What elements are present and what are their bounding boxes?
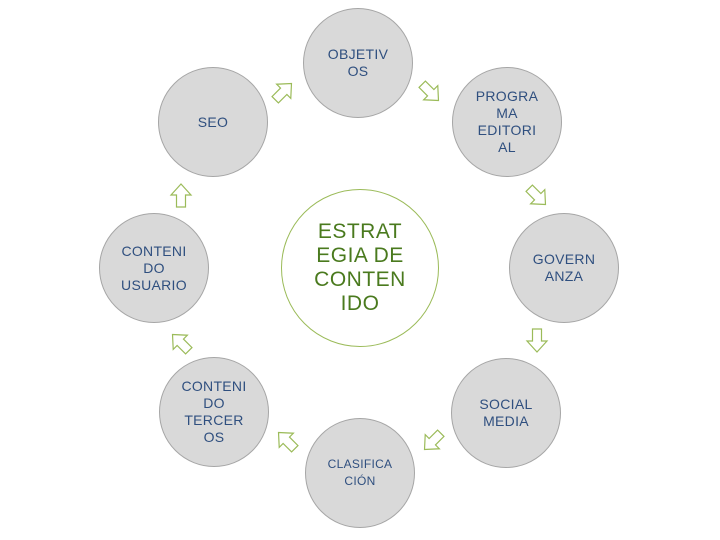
node-governanza-label: GOVERNANZA — [532, 251, 596, 284]
center-node: ESTRATEGIA DE CONTENIDO — [281, 189, 439, 347]
node-contenido-usuario: CONTENIDO USUARIO — [99, 213, 209, 323]
node-contenido-usuario-label: CONTENIDO USUARIO — [121, 242, 187, 293]
arrow-usuario-to-seo-icon — [169, 183, 193, 208]
arrow-seo-to-objetivos-icon — [271, 82, 293, 104]
arrow-clasificacion-to-terceros-icon — [277, 431, 299, 453]
node-social-media-label: SOCIAL MEDIA — [479, 396, 533, 429]
node-programa-editorial: PROGRAMA EDITORIAL — [452, 67, 562, 177]
center-node-label: ESTRATEGIA DE CONTENIDO — [314, 220, 406, 315]
arrow-objetivos-to-programa-icon — [418, 80, 440, 102]
arrow-governanza-to-social-icon — [525, 328, 549, 353]
node-objetivos-label: OBJETIVOS — [327, 46, 389, 79]
node-seo: SEO — [158, 67, 268, 177]
arrow-programa-to-governanza-icon — [525, 184, 547, 206]
node-social-media: SOCIAL MEDIA — [451, 358, 561, 468]
arrow-terceros-to-usuario-icon — [171, 333, 193, 355]
node-objetivos: OBJETIVOS — [303, 8, 413, 118]
node-clasificacion-label: CLASIFICACIÓN — [327, 457, 393, 488]
node-contenido-terceros: CONTENIDO TERCEROS — [159, 357, 269, 467]
arrow-social-to-clasificacion-icon — [423, 429, 445, 451]
node-programa-editorial-label: PROGRAMA EDITORIAL — [475, 88, 539, 155]
node-contenido-terceros-label: CONTENIDO TERCEROS — [181, 378, 247, 445]
node-clasificacion: CLASIFICACIÓN — [305, 418, 415, 528]
node-governanza: GOVERNANZA — [509, 213, 619, 323]
node-seo-label: SEO — [197, 113, 229, 130]
